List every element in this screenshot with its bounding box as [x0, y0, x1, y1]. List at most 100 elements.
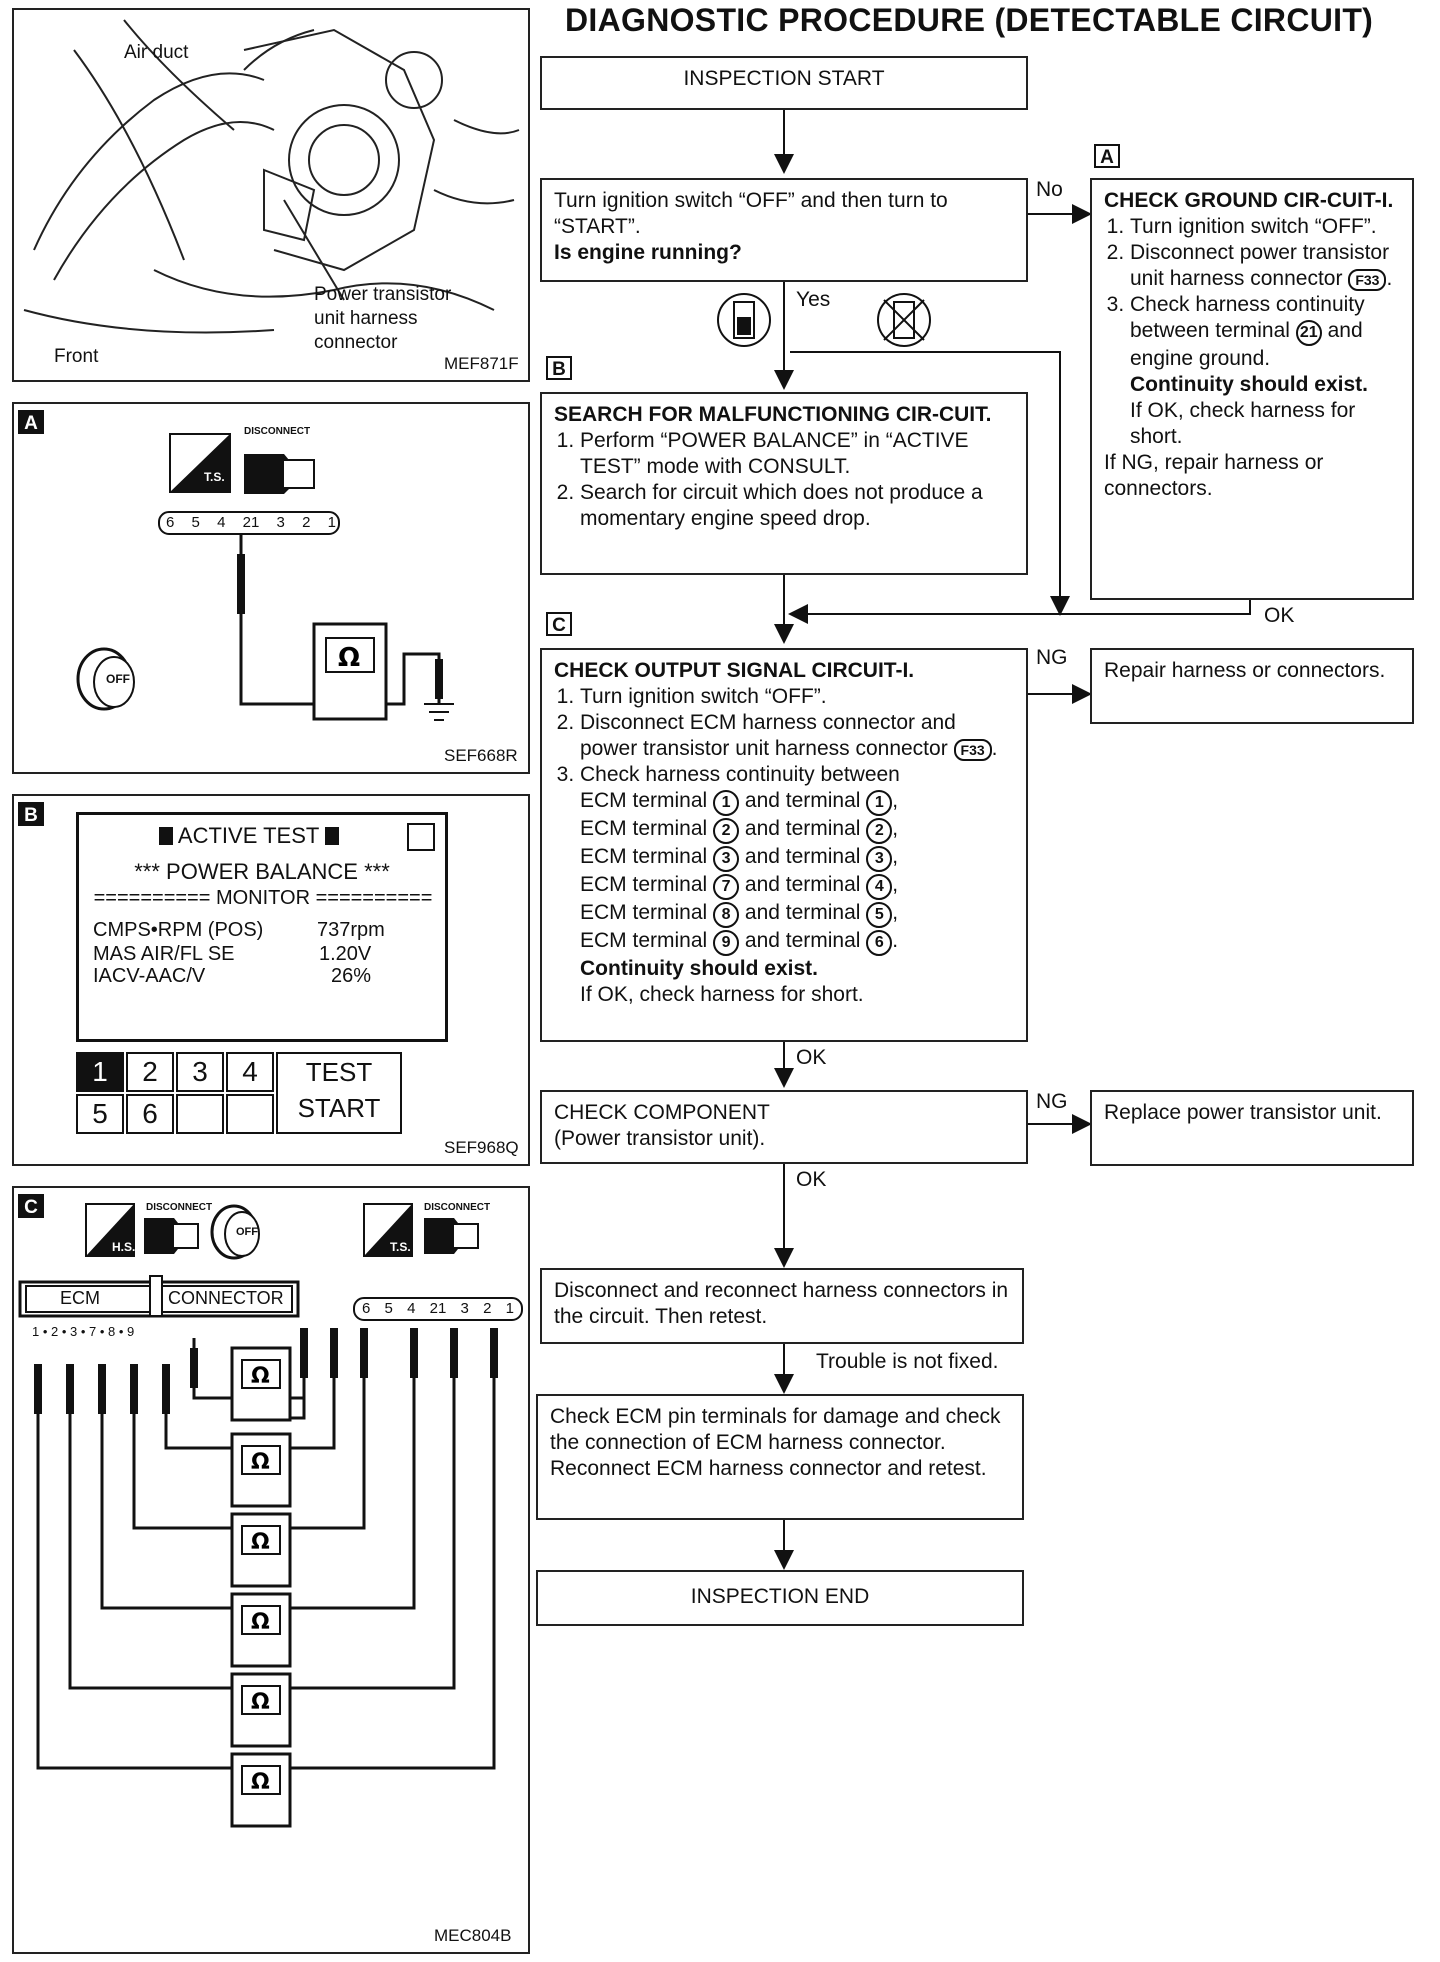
pair-row: ECM terminal 2 and terminal 2, [554, 816, 1014, 844]
check-ground-circuit: CHECK GROUND CIR-CUIT-I. Turn ignition s… [1090, 178, 1414, 600]
key-1[interactable]: 1 [76, 1052, 124, 1092]
svg-text:Ω: Ω [251, 1530, 270, 1555]
ok-label: OK [796, 1046, 827, 1069]
air-duct-label: Air duct [124, 42, 189, 63]
power-transistor-label-2: unit harness [314, 308, 418, 329]
monitor-row: CMPS•RPM (POS) [93, 919, 263, 942]
page-title: DIAGNOSTIC PROCEDURE (DETECTABLE CIRCUIT… [565, 2, 1374, 38]
key-3[interactable]: 3 [176, 1052, 224, 1092]
terminal-6: 6 [166, 514, 175, 531]
figure-a-code: SEF668R [444, 746, 518, 765]
figure-b-tag: B [18, 802, 44, 826]
inspection-start: INSPECTION START [540, 56, 1028, 110]
figure-a-circuit: Ω [76, 433, 454, 721]
check-output-signal-circuit: CHECK OUTPUT SIGNAL CIRCUIT-I. Turn igni… [540, 648, 1028, 1042]
figure-c-ts-label: T.S. [390, 1240, 411, 1254]
terminal-21: 21 [429, 1300, 447, 1317]
monitor-item-name: IACV-AAC/V [93, 965, 206, 987]
terminal-4: 4 [407, 1300, 416, 1317]
terminal-6: 6 [362, 1300, 371, 1317]
figure-c-disconnect-label: DISCONNECT [146, 1202, 213, 1213]
front-label: Front [54, 346, 99, 367]
pair-row: ECM terminal 9 and terminal 6. [554, 928, 1014, 956]
power-transistor-label-3: connector [314, 332, 398, 353]
key-4[interactable]: 4 [226, 1052, 274, 1092]
svg-text:Ω: Ω [251, 1610, 270, 1635]
power-transistor-label-1: Power transistor [314, 284, 452, 305]
ecm-pins-label: 1 • 2 • 3 • 7 • 8 • 9 [32, 1324, 135, 1339]
ng-label: NG [1036, 1090, 1068, 1113]
svg-text:Ω: Ω [251, 1690, 270, 1715]
terminal-2: 2 [302, 514, 311, 531]
active-test-header: ACTIVE TEST [159, 823, 340, 849]
figure-a-connector-terminals: 6 5 4 21 3 2 1 [166, 514, 336, 531]
monitor-item-name: CMPS•RPM (POS) [93, 919, 264, 941]
figure-c-hs-label: H.S. [112, 1240, 136, 1254]
svg-text:Ω: Ω [251, 1450, 270, 1475]
key-5[interactable]: 5 [76, 1094, 124, 1134]
svg-text:Ω: Ω [338, 643, 360, 673]
figure-a-ts-label: T.S. [204, 470, 225, 484]
pair-row: ECM terminal 3 and terminal 3, [554, 844, 1014, 872]
pair-row: ECM terminal 1 and terminal 1, [554, 788, 1014, 816]
tag-b: B [546, 356, 572, 380]
figure-c-circuit: Ω Ω Ω Ω Ω Ω [18, 1203, 523, 1828]
ok-label: OK [796, 1168, 827, 1191]
replace-power-transistor: Replace power transistor unit. [1090, 1090, 1414, 1166]
monitor-row-value: 26% [331, 965, 372, 987]
check-ecm-pins: Check ECM pin terminals for damage and c… [536, 1394, 1024, 1520]
disconnect-reconnect: Disconnect and reconnect harness connect… [540, 1268, 1024, 1344]
key-6[interactable]: 6 [126, 1094, 174, 1134]
power-balance-label: *** POWER BALANCE *** [134, 859, 390, 884]
terminal-21: 21 [242, 514, 260, 531]
monitor-item-name: MAS AIR/FL SE [93, 943, 235, 965]
tag-a: A [1094, 144, 1120, 168]
search-malfunctioning-circuit: SEARCH FOR MALFUNCTIONING CIR-CUIT. Perf… [540, 392, 1028, 575]
terminal-5: 5 [191, 514, 200, 531]
figure-a-tag: A [18, 410, 44, 434]
q-engine-running: Turn ignition switch “OFF” and then turn… [540, 178, 1028, 282]
ng-label: NG [1036, 646, 1068, 669]
check-component: CHECK COMPONENT (Power transistor unit). [540, 1090, 1028, 1164]
ok-label: OK [1264, 604, 1295, 627]
svg-text:Ω: Ω [251, 1770, 270, 1795]
figure-c-code: MEC804B [434, 1926, 512, 1945]
figure-c-tag: C [18, 1194, 44, 1218]
terminal-4: 4 [217, 514, 226, 531]
key-blank[interactable] [176, 1094, 224, 1134]
test-start-button[interactable]: TEST START [276, 1052, 402, 1134]
terminal-1: 1 [505, 1300, 514, 1317]
figure-b-code: SEF968Q [444, 1138, 519, 1157]
terminal-2: 2 [483, 1300, 492, 1317]
connector-f33: F33 [1348, 269, 1387, 291]
terminal-3: 3 [460, 1300, 469, 1317]
tag-c: C [546, 612, 572, 636]
inspection-end: INSPECTION END [536, 1570, 1024, 1626]
consult-screen: ACTIVE TEST *** POWER BALANCE *** ======… [76, 812, 448, 1042]
screen-checkbox[interactable] [407, 823, 435, 851]
terminal-21-circle: 21 [1295, 320, 1322, 346]
pair-row: ECM terminal 8 and terminal 5, [554, 900, 1014, 928]
key-2[interactable]: 2 [126, 1052, 174, 1092]
figure-b-panel: B ACTIVE TEST *** POWER BALANCE *** ====… [12, 794, 530, 1166]
figure-code: MEF871F [444, 354, 519, 373]
key-blank[interactable] [226, 1094, 274, 1134]
terminal-5: 5 [384, 1300, 393, 1317]
figure-a-off-label: OFF [106, 672, 130, 686]
monitor-row: IACV-AAC/V [93, 965, 205, 988]
figure-c-panel: C [12, 1186, 530, 1954]
terminal-3: 3 [276, 514, 285, 531]
connector-label: CONNECTOR [168, 1288, 284, 1308]
yes-label: Yes [796, 288, 831, 311]
figure-c-off-label: OFF [236, 1226, 258, 1238]
monitor-label: ========== MONITOR ========== [93, 887, 433, 909]
monitor-row-value: 1.20V [319, 943, 372, 965]
monitor-row: MAS AIR/FL SE [93, 943, 235, 966]
pair-row: ECM terminal 7 and terminal 4, [554, 872, 1014, 900]
figure-a-disconnect-label: DISCONNECT [244, 426, 311, 437]
monitor-row-value: 737rpm [317, 919, 385, 941]
svg-text:Ω: Ω [251, 1364, 270, 1389]
no-label: No [1036, 178, 1063, 201]
figure-c-connector-terminals: 6 5 4 21 3 2 1 [362, 1300, 514, 1317]
ecm-label: ECM [60, 1288, 100, 1308]
